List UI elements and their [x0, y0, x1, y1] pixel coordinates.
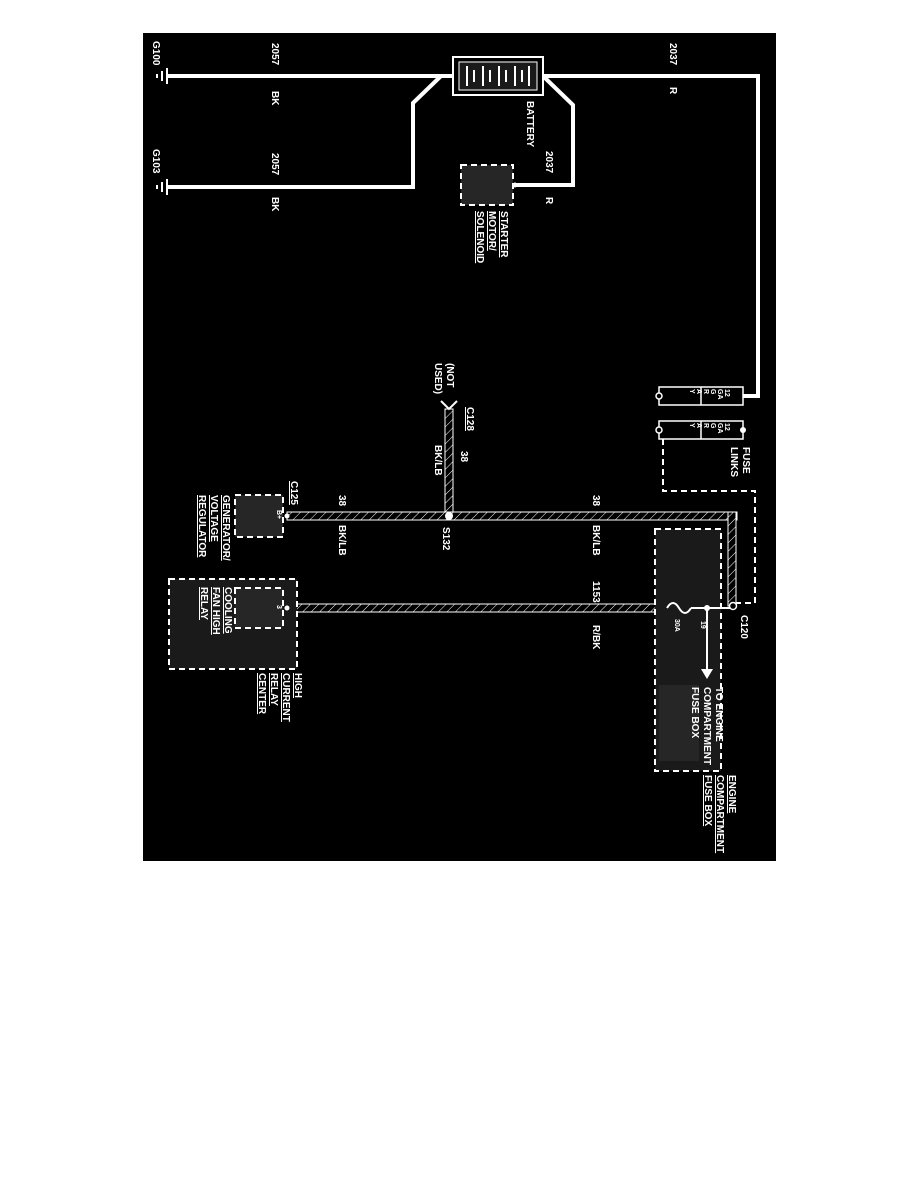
svg-text:GA: GA	[716, 389, 723, 400]
svg-text:Y: Y	[688, 423, 695, 428]
to-fusebox-label-line3: FUSE BOX	[689, 687, 700, 738]
svg-text:G: G	[709, 423, 716, 429]
svg-text:12: 12	[723, 389, 730, 397]
wire-2037-starter-circuit: 2037	[543, 151, 554, 174]
fuse-links-label-line2: LINKS	[728, 447, 739, 477]
ground-g100-label: G100	[150, 41, 161, 66]
connector-c128-label: C128	[464, 407, 475, 431]
wire-2057-top-color: BK	[269, 91, 280, 106]
wire-38-fusebox-circuit: 38	[590, 495, 601, 507]
to-fusebox-label-line2: COMPARTMENT	[701, 687, 712, 765]
wire-1153-color: R/BK	[590, 625, 601, 650]
fusebox-name-line2: COMPARTMENT	[714, 775, 725, 853]
wire-2037-starter-color: R	[543, 197, 554, 205]
ground-g100-symbol	[156, 68, 168, 84]
fuse-link-blocks	[655, 386, 746, 440]
high-current-relay-center-box	[168, 578, 298, 670]
wiring-diagram: G100 G103 2057 BK 2057 BK BATTERY 2037 R…	[150, 41, 760, 853]
battery-symbol	[452, 56, 544, 96]
not-used-label-line1: (NOT	[444, 363, 455, 387]
fuse-number-label: 19	[699, 621, 706, 629]
wire-2057-top-circuit: 2057	[269, 43, 280, 66]
battery-ground-wiring	[167, 74, 760, 398]
wire-2037-main-color: R	[667, 87, 678, 95]
wire-1153-circuit: 1153	[590, 581, 601, 603]
circuit-1153-wiring	[286, 603, 668, 613]
fuse-link-dashed-path	[662, 439, 756, 604]
ground-g103-label: G103	[150, 149, 161, 174]
not-used-label-line2: USED)	[432, 363, 443, 394]
generator-label-line1: GENERATOR/	[220, 495, 231, 561]
fuse-links-label-line1: FUSE	[740, 447, 751, 474]
svg-text:A: A	[695, 423, 702, 428]
fuse-link-block1-text: 12 GA G R A Y	[688, 389, 730, 400]
svg-text:12: 12	[723, 423, 730, 431]
relay-pin-label: 3	[275, 605, 282, 609]
svg-text:R: R	[702, 389, 709, 394]
to-fusebox-label-line1: TO ENGINE	[713, 687, 724, 742]
connector-c120-label: C120	[738, 615, 749, 639]
generator-label-line2: VOLTAGE	[208, 495, 219, 542]
fuse-rating-label: 30A	[673, 619, 680, 632]
wire-38-c128-color: BK/LB	[432, 445, 443, 476]
wire-38-gen-circuit: 38	[336, 495, 347, 507]
connector-c125-label: C125	[288, 481, 299, 505]
svg-text:R: R	[702, 423, 709, 428]
battery-label: BATTERY	[524, 101, 535, 147]
relay-center-label-line3: RELAY	[268, 673, 279, 706]
generator-label-line3: REGULATOR	[196, 495, 207, 558]
generator-box	[234, 494, 290, 538]
relay-label-line3: RELAY	[198, 587, 209, 620]
wire-38-c128-circuit: 38	[458, 451, 469, 463]
fusebox-name-line3: FUSE BOX	[702, 775, 713, 826]
relay-label-line1: COOLING	[222, 587, 233, 634]
wiring-diagram-panel: G100 G103 2057 BK 2057 BK BATTERY 2037 R…	[143, 33, 776, 861]
svg-text:G: G	[709, 389, 716, 395]
fusebox-name-line1: ENGINE	[726, 775, 737, 814]
relay-label-line2: FAN HIGH	[210, 587, 221, 635]
starter-label-line1: STARTER	[498, 211, 509, 258]
engine-compartment-fuse-box	[654, 528, 738, 772]
generator-pin-label: B+	[275, 510, 282, 519]
ground-g103-symbol	[156, 179, 168, 195]
wire-2057-bottom-color: BK	[269, 197, 280, 212]
wire-2037-main-circuit: 2037	[667, 43, 678, 66]
fuse-link-block2-text: 12 GA G R A Y	[688, 423, 730, 434]
wire-2057-bottom-circuit: 2057	[269, 153, 280, 176]
wire-38-gen-color: BK/LB	[336, 525, 347, 556]
relay-center-label-line4: CENTER	[256, 673, 267, 715]
starter-motor-box	[460, 164, 518, 206]
starter-label-line2: MOTOR/	[486, 211, 497, 251]
svg-text:Y: Y	[688, 389, 695, 394]
svg-text:GA: GA	[716, 423, 723, 434]
wire-38-fusebox-color: BK/LB	[590, 525, 601, 556]
starter-label-line3: SOLENOID	[474, 211, 485, 263]
relay-center-label-line2: CURRENT	[280, 673, 291, 722]
splice-s132-label: S132	[440, 527, 451, 551]
svg-text:A: A	[695, 389, 702, 394]
relay-center-label-line1: HIGH	[292, 673, 303, 698]
